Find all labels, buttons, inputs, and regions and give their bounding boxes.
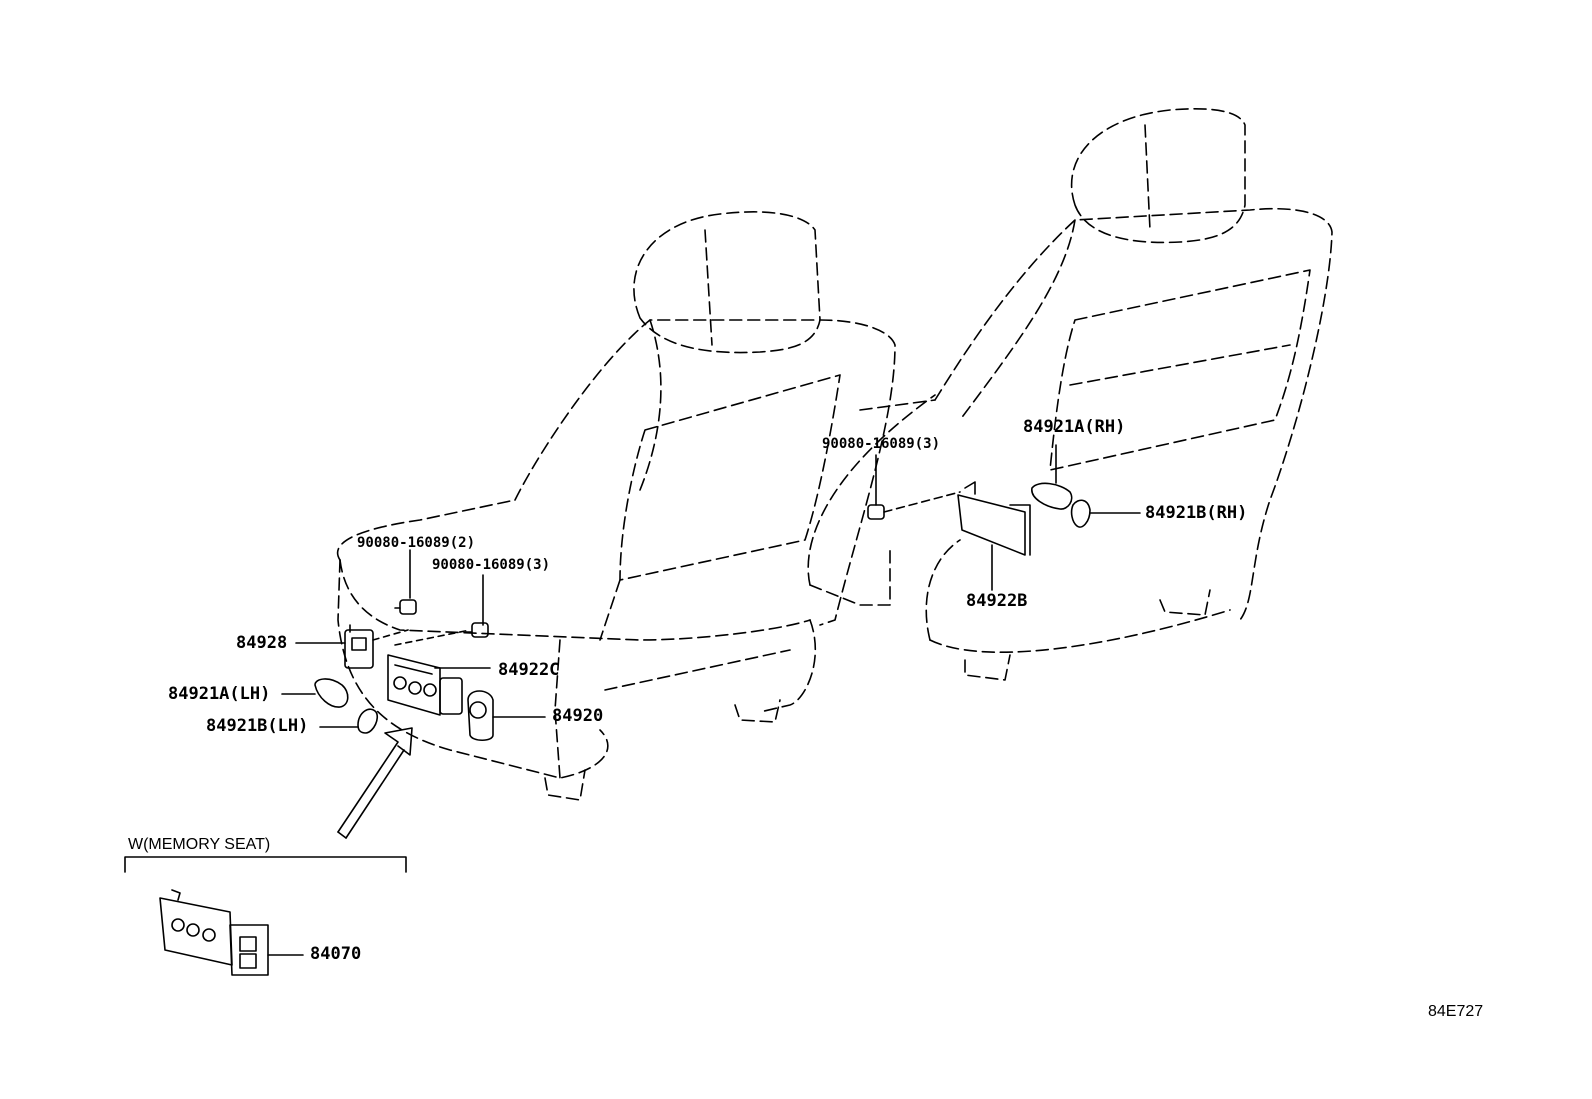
label-84921b-rh: 84921B(RH) [1145,503,1248,523]
bolt-lh-2 [465,574,489,638]
bolt-lh-1 [394,549,417,615]
right-seat-outline [807,107,1333,681]
figure-code: 84E727 [1428,1003,1484,1020]
label-84070: 84070 [310,944,362,964]
label-bolt-rh: 90080-16089(3) [822,436,941,452]
part-84921b-rh [1070,499,1141,528]
left-seat-outline [336,211,896,801]
bolt-rh [867,454,961,520]
memory-seat-bracket [124,856,407,873]
label-84921a-lh: 84921A(LH) [168,684,271,704]
callout-arrow [337,727,413,839]
label-84922b: 84922B [966,591,1028,611]
label-84928: 84928 [236,633,288,653]
part-84921a-rh [1031,444,1073,510]
part-84070 [159,889,304,976]
label-bolt-lh-1: 90080-16089(2) [357,535,476,551]
memory-seat-caption: W(MEMORY SEAT) [128,836,271,853]
part-84921b-lh [319,708,379,734]
label-84920: 84920 [552,706,604,726]
label-84921b-lh: 84921B(LH) [206,716,309,736]
label-bolt-lh-2: 90080-16089(3) [432,557,551,573]
part-84928 [295,624,409,669]
label-84922c: 84922C [498,660,560,680]
part-84921a-lh [281,678,349,708]
part-84922c [387,629,491,716]
part-84922b [957,481,1031,591]
part-84920 [467,690,546,742]
label-84921a-rh: 84921A(RH) [1023,417,1126,437]
